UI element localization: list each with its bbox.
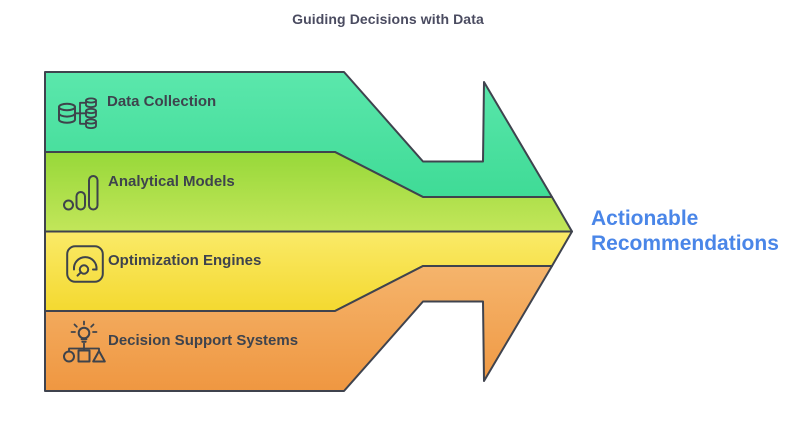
analytics-bars-icon [63,175,99,211]
band-label-decision-support: Decision Support Systems [108,332,299,349]
gauge-icon [66,245,104,283]
band-label-data-collection: Data Collection [107,93,217,110]
small-database-icons [85,97,97,129]
outcome-text: Actionable Recommendations [591,206,779,256]
decision-tree-icon [63,320,106,363]
band-label-optimization-engines: Optimization Engines [108,252,262,269]
lightbulb-rays [70,320,98,333]
band-label-analytical-models: Analytical Models [108,173,235,190]
outcome-line-1: Actionable [591,207,699,230]
outcome-line-2: Recommendations [591,232,779,255]
data-collection-icon [58,97,97,129]
band-decision-support-shape [44,265,553,392]
diagram-title: Guiding Decisions with Data [292,11,484,27]
